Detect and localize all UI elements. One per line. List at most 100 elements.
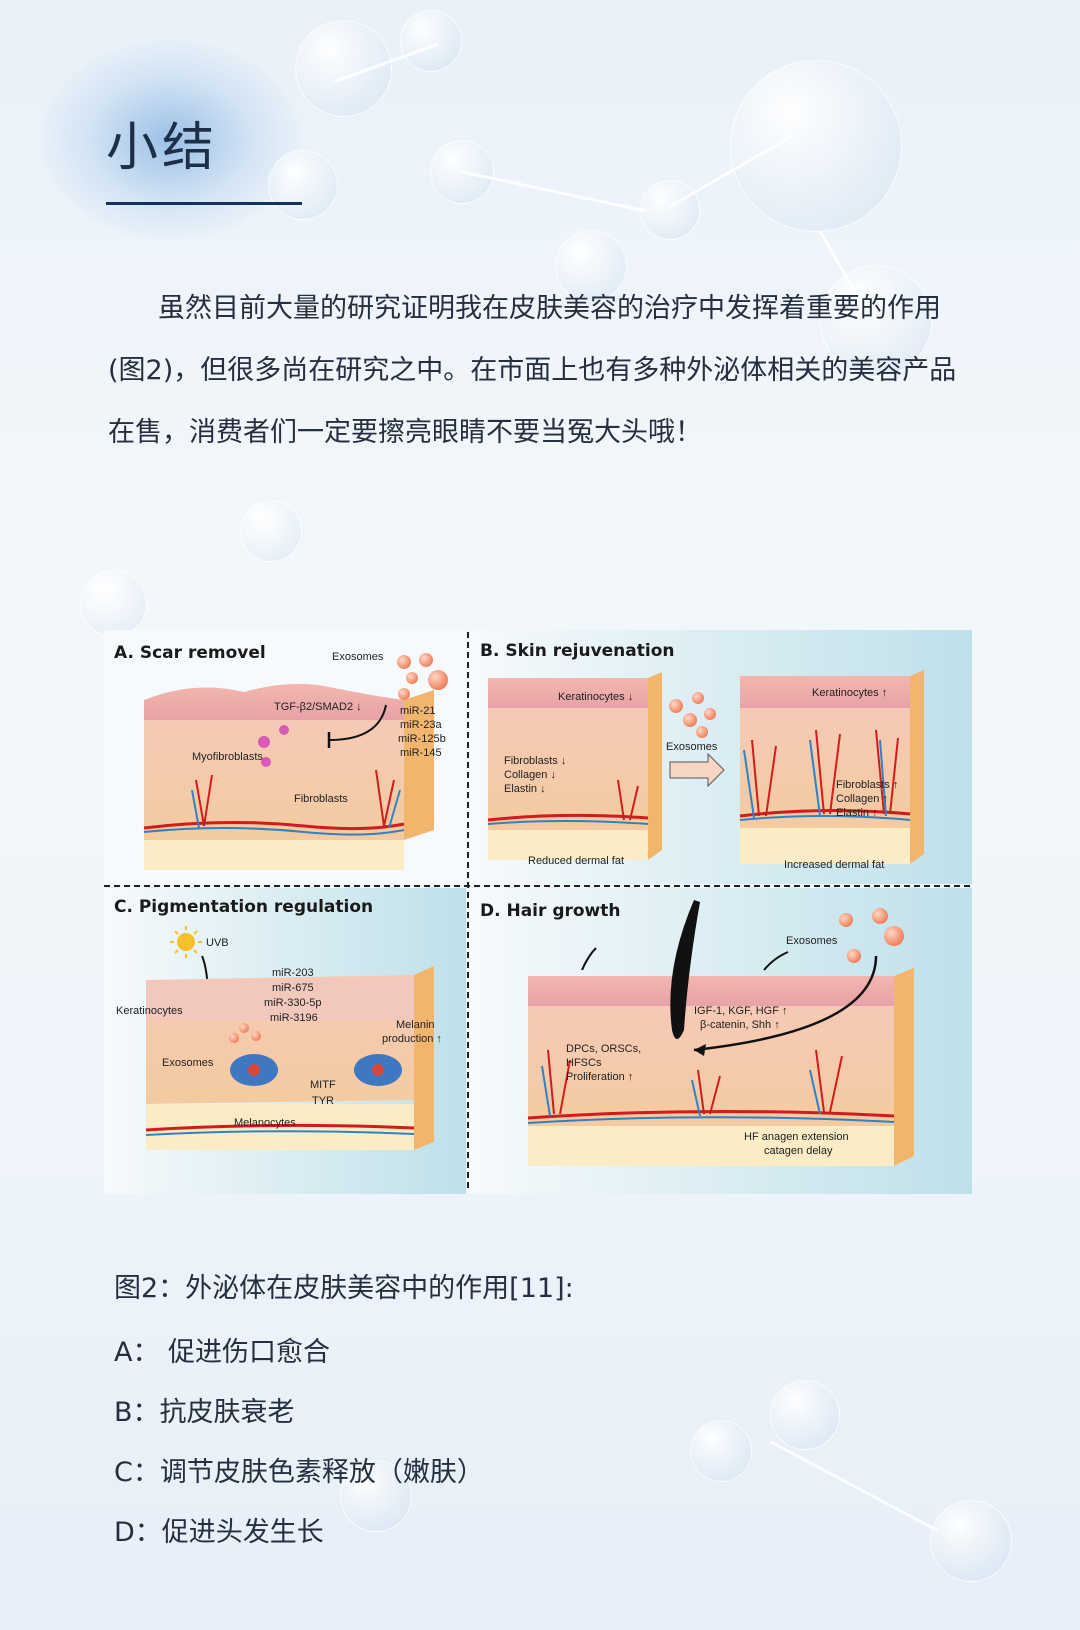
panel-c-melanin-1: Melanin [396, 1019, 435, 1031]
panel-a-mir-3: miR-125b [398, 733, 446, 745]
panel-b-left-marker-2: Collagen ↓ [504, 769, 556, 781]
exosome-particle [839, 913, 853, 927]
panel-b-reduced-fat: Reduced dermal fat [528, 855, 624, 867]
panel-d-title: D. Hair growth [480, 901, 620, 921]
panel-d-arrow [693, 955, 878, 1052]
panel-a-epidermis [144, 683, 404, 720]
molecule-bubble [730, 60, 902, 232]
panel-a: A. Scar removel Exosomes miR-21 miR-23a … [114, 643, 448, 870]
exosome-particle [872, 908, 888, 924]
melanocyte-nucleus [248, 1064, 260, 1076]
molecule-bubble [770, 1380, 840, 1450]
panel-b-keratinocytes-up: Keratinocytes ↑ [812, 687, 887, 699]
panel-b-left-vessel-red [487, 813, 649, 822]
figure-svg: A. Scar removel Exosomes miR-21 miR-23a … [104, 630, 972, 1194]
panel-a-mir-1: miR-21 [400, 705, 435, 717]
panel-a-exosomes-label: Exosomes [332, 651, 384, 663]
panel-a-capillaries-blue [191, 789, 401, 829]
panel-b-left-fat [488, 830, 648, 860]
panel-a-fat [144, 840, 404, 870]
panel-a-dermis [144, 720, 404, 840]
myofibroblast-cell [258, 736, 270, 748]
panel-a-inhibition-line [328, 704, 387, 741]
panel-c: C. Pigmentation regulation UVB miR-203 m… [114, 897, 442, 1150]
panel-b-keratinocytes-down: Keratinocytes ↓ [558, 691, 633, 703]
panel-b-left-marker-1: Fibroblasts ↓ [504, 755, 566, 767]
exosome-particle [398, 688, 410, 700]
exosome-particle [669, 699, 683, 713]
panel-b-title: B. Skin rejuvenation [480, 641, 675, 661]
panel-d-side [894, 968, 914, 1166]
molecule-bond [459, 170, 647, 213]
sun-rays-icon [170, 926, 202, 958]
panel-b-left-dermis [488, 708, 648, 830]
myofibroblast-cell [279, 725, 289, 735]
panel-c-keratinocytes-label: Keratinocytes [116, 1005, 183, 1017]
molecule-bubble [930, 1500, 1012, 1582]
panel-b-increased-fat: Increased dermal fat [784, 859, 884, 871]
panel-b-exosomes-label: Exosomes [666, 741, 718, 753]
panel-c-vessel-blue [145, 1130, 415, 1136]
panel-c-title: C. Pigmentation regulation [114, 897, 373, 917]
panel-d-factor-1: IGF-1, KGF, HGF ↑ [694, 1005, 788, 1017]
caption-item-c: C：调节皮肤色素释放（嫩肤） [114, 1457, 484, 1488]
panel-a-mir-4: miR-145 [400, 747, 442, 759]
exosome-particle [692, 692, 704, 704]
panel-c-melanin-2: production ↑ [382, 1033, 442, 1045]
panel-b-left-vessel-blue [487, 820, 649, 825]
panel-d-arrowhead [694, 1044, 706, 1056]
panel-a-myofibroblasts-label: Myofibroblasts [192, 751, 263, 763]
summary-paragraph: 虽然目前大量的研究证明我在皮肤美容的治疗中发挥着重要的作用(图2)，但很多尚在研… [108, 293, 957, 448]
panel-c-tyr: TYR [312, 1095, 334, 1107]
molecule-bubble [555, 230, 627, 302]
panel-c-mir-4: miR-3196 [270, 1012, 318, 1024]
panel-d-exosomes-label: Exosomes [786, 935, 838, 947]
exosome-particle [884, 926, 904, 946]
panel-b-left-marker-3: Elastin ↓ [504, 783, 546, 795]
panel-b-right-marker-1: Fibroblasts ↑ [836, 779, 898, 791]
panel-d-vessel-red [527, 1109, 895, 1120]
panel-d-fat [528, 1126, 894, 1166]
panel-c-mitf: MITF [310, 1079, 336, 1091]
exosome-particle [229, 1033, 239, 1043]
panel-c-exosomes-label: Exosomes [162, 1057, 214, 1069]
panel-d-hf-1: HF anagen extension [744, 1131, 849, 1143]
caption-item-d: D：促进头发生长 [114, 1517, 324, 1548]
caption-list: A： 促进伤口愈合 B：抗皮肤衰老 C：调节皮肤色素释放（嫩肤） D：促进头发生… [114, 1333, 484, 1573]
hair-strands [581, 947, 789, 971]
panel-d-cells-3: Proliferation ↑ [566, 1071, 633, 1083]
panel-b-left-side [648, 672, 662, 860]
panel-b-left-epidermis [488, 678, 648, 708]
panel-a-capillaries [195, 769, 395, 827]
molecule-bubble [295, 20, 392, 117]
exosome-particle [397, 655, 411, 669]
sun-icon [177, 933, 195, 951]
exosome-particle [251, 1031, 261, 1041]
panel-d-factor-2: β-catenin, Shh ↑ [700, 1019, 780, 1031]
panel-c-mir-3: miR-330-5p [264, 997, 321, 1009]
exosome-particle [847, 949, 861, 963]
molecule-bond [769, 1440, 939, 1533]
panel-c-vessel-red [145, 1123, 415, 1132]
molecule-bubble [340, 1460, 412, 1532]
panel-d-vessel-blue [527, 1116, 895, 1124]
panel-b: B. Skin rejuvenation Keratinocytes ↓ Ker… [480, 641, 924, 871]
exosome-particle [406, 672, 418, 684]
panel-d-dermis [528, 1006, 894, 1126]
panel-d-capillaries [547, 1049, 843, 1115]
panel-c-side [414, 966, 434, 1150]
title-underline [106, 202, 302, 205]
panel-b-right-marker-2: Collagen ↑ [836, 793, 888, 805]
molecule-bubble [240, 500, 302, 562]
panel-b-right-capillaries-blue [743, 739, 887, 819]
panel-b-right-fat [740, 828, 910, 864]
panel-b-right-vessel-blue [739, 815, 911, 821]
panel-c-mir-2: miR-675 [272, 982, 314, 994]
figure-caption: 图2：外泌体在皮肤美容中的作用[11]: [114, 1273, 574, 1304]
molecule-bubble [640, 180, 700, 240]
molecule-bubble [690, 1420, 752, 1482]
figure-exosome-diagram: A. Scar removel Exosomes miR-21 miR-23a … [104, 630, 972, 1194]
exosome-particle [696, 726, 708, 738]
melanocyte-nucleus [372, 1064, 384, 1076]
hair-follicle [670, 900, 700, 1039]
